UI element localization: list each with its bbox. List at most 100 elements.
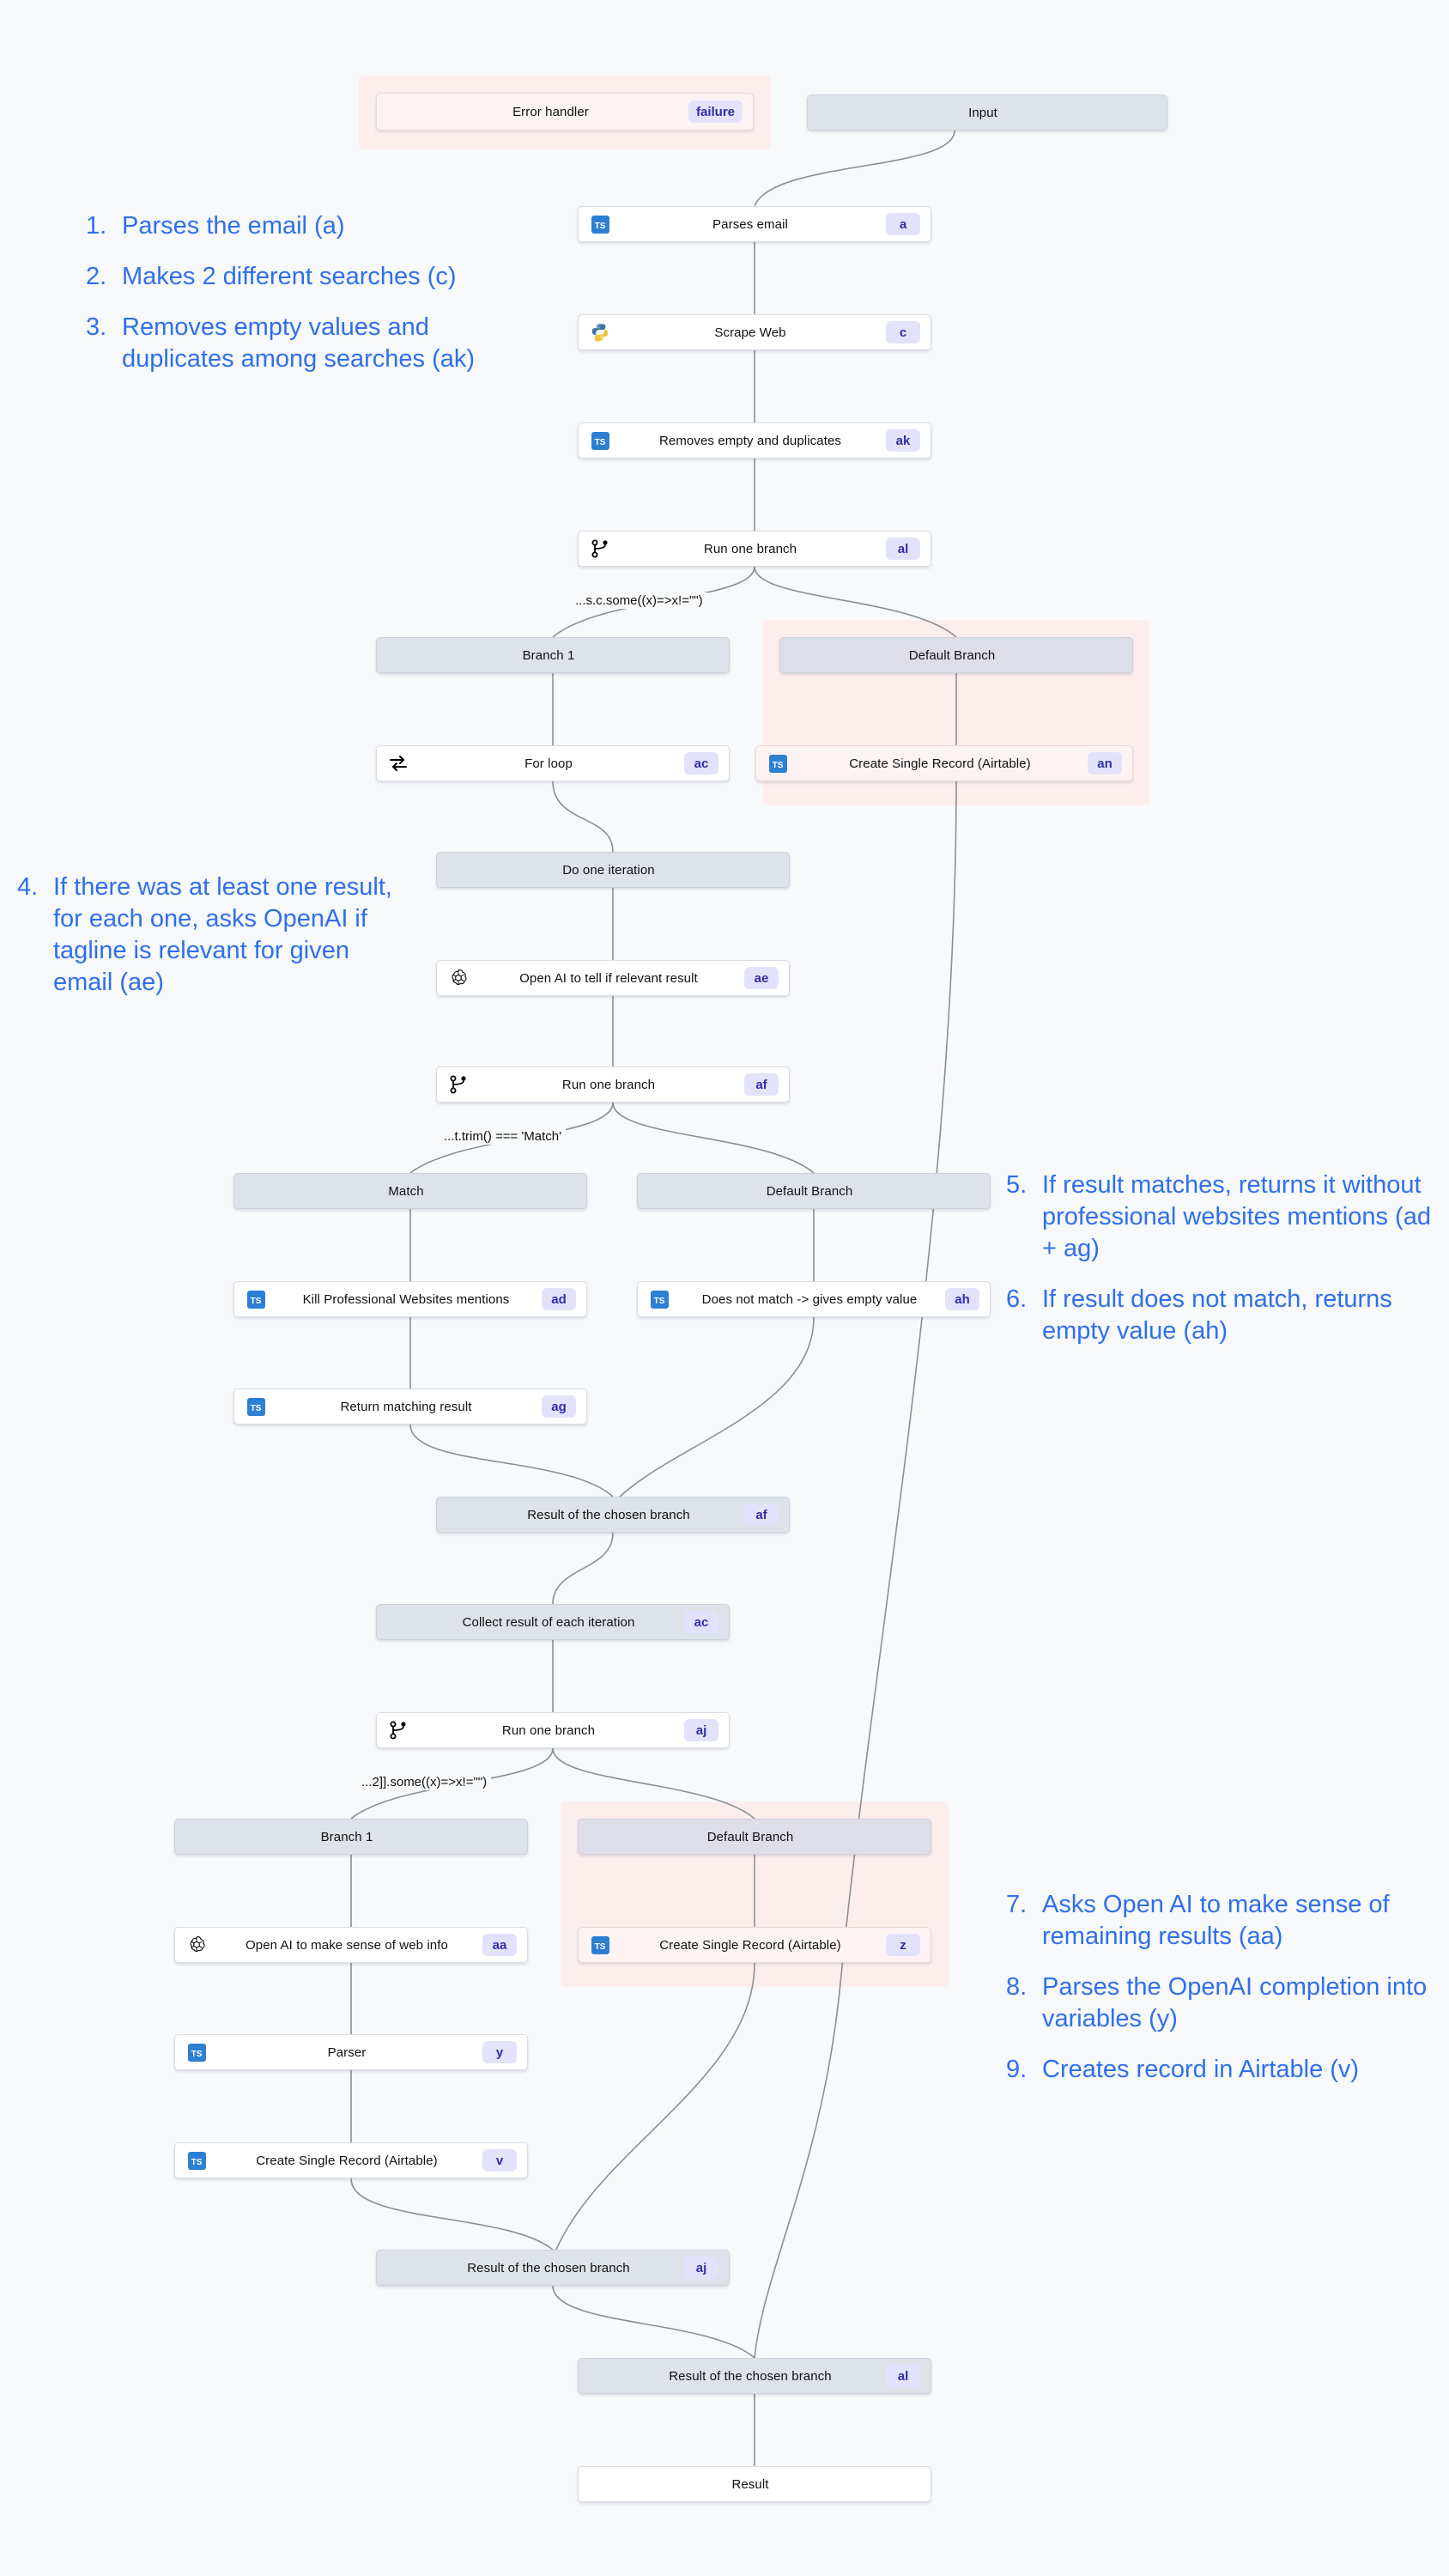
node-tag-badge: aj [684,1719,718,1741]
annotation-number: 6. [1006,1285,1028,1314]
node-input[interactable]: Input [807,94,1167,131]
annotation-item: 2.Makes 2 different searches (c) [86,261,498,293]
annotation-text: Makes 2 different searches (c) [122,263,457,291]
no-icon [384,94,413,130]
node-label: Default Branch [908,647,996,663]
node-tag-badge: af [744,1073,779,1096]
node-tag-badge: y [482,2041,517,2063]
node-tag-badge: ac [684,752,718,775]
node-default-branch-bot[interactable]: Default Branch [578,1819,931,1855]
typescript-icon: TS [241,1389,270,1424]
openai-icon [182,1928,211,1962]
typescript-icon: TS [585,207,615,241]
no-icon [444,853,473,887]
node-default-branch-top[interactable]: Default Branch [779,637,1133,673]
annotation-number: 9. [1006,2056,1028,2084]
annotation-item: 1.Parses the email (a) [86,210,498,242]
node-label: Default Branch [706,1829,794,1844]
no-icon [585,2359,615,2393]
node-default-branch-mid[interactable]: Default Branch [637,1173,991,1209]
annotation-text: If result does not match, returns empty … [1042,1285,1392,1346]
node-label: Parser [327,2044,367,2060]
node-tag-badge: af [744,1504,779,1526]
node-tag-badge: al [886,538,920,560]
node-match[interactable]: Match [233,1173,587,1209]
edge-condition-cond-aj: ...2]].some((x)=>x!="") [357,1774,492,1790]
annotation-item: 7.Asks Open AI to make sense of remainin… [1006,1889,1435,1953]
annotation-number: 4. [17,873,39,901]
node-label: Removes empty and duplicates [658,433,842,448]
annotation-text: Parses the email (a) [122,212,345,240]
branch-icon [384,1713,413,1747]
node-label: Create Single Record (Airtable) [659,1937,841,1953]
typescript-icon: TS [182,2143,211,2178]
node-tag-badge: ak [886,429,920,452]
typescript-icon: TS [585,1928,615,1962]
node-tag-badge: al [886,2365,920,2387]
node-branch-1-top[interactable]: Branch 1 [376,637,730,673]
node-for-loop[interactable]: For loop ac [376,745,730,781]
node-label: For loop [524,756,573,771]
typescript-icon: TS [763,746,792,781]
annotation-text: Removes empty values and duplicates amon… [122,313,476,374]
node-label: Result of the chosen branch [669,2368,832,2384]
node-error-handler[interactable]: Error handler failure [376,93,754,131]
loop-icon [384,746,413,781]
no-icon [815,95,844,130]
openai-icon [444,961,473,995]
node-create-record-z[interactable]: TS Create Single Record (Airtable) z [578,1927,931,1963]
python-icon [585,315,615,349]
node-label: Return matching result [340,1399,472,1414]
node-run-one-branch-aj[interactable]: Run one branch aj [376,1712,730,1748]
node-do-one-iteration[interactable]: Do one iteration [436,852,790,888]
annotation-text: Parses the OpenAI completion into variab… [1042,1973,1428,2033]
node-tag-badge: ae [744,967,779,989]
node-scrape-web[interactable]: Scrape Web c [578,314,931,350]
node-label: Scrape Web [714,325,786,340]
annotation-text: Asks Open AI to make sense of remaining … [1042,1891,1390,1951]
node-branch-1-bot[interactable]: Branch 1 [174,1819,528,1855]
annotation-text: Creates record in Airtable (v) [1042,2056,1360,2084]
node-tag-badge: ad [542,1288,576,1310]
annotation-list-right-top: 5. If result matches, returns it without … [1006,1170,1435,1367]
node-label: Branch 1 [320,1829,373,1844]
node-tag-badge: z [886,1934,920,1956]
node-tag-badge: c [886,321,920,343]
node-tag-badge: ah [945,1288,979,1310]
node-result[interactable]: Result [578,2466,931,2502]
node-tag-badge: failure [688,100,743,123]
annotation-item: 6. If result does not match, returns empt… [1006,1284,1435,1347]
node-tag-badge: aj [684,2257,718,2279]
node-label: Kill Professional Websites mentions [302,1291,510,1307]
no-icon [585,2467,615,2501]
node-label: Error handler [512,104,589,119]
annotation-list-right-bottom: 7.Asks Open AI to make sense of remainin… [1006,1889,1435,2105]
annotation-text: If result matches, returns it without pr… [1042,1171,1431,1263]
no-icon [384,1605,413,1639]
node-label: Run one branch [703,541,797,556]
node-label: Run one branch [501,1722,596,1738]
annotation-item: 9. Creates record in Airtable (v) [1006,2054,1435,2086]
node-result-chosen-al[interactable]: Result of the chosen branch al [578,2358,931,2394]
annotation-item: 5. If result matches, returns it without … [1006,1170,1435,1265]
edge-condition-cond-af: ...t.trim() === 'Match' [440,1128,567,1145]
node-run-one-branch-al[interactable]: Run one branch al [578,531,931,567]
node-tag-badge: an [1088,752,1122,775]
annotation-number: 5. [1006,1171,1028,1199]
no-icon [645,1174,674,1208]
